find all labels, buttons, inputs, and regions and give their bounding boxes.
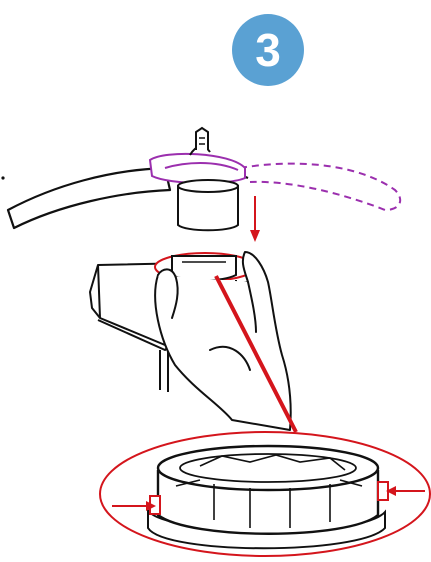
cable-path-indicator [240,164,400,210]
down-arrow-icon [250,196,260,242]
edge-mark [1,176,4,179]
upper-connector [178,180,238,230]
top-cap [150,128,245,183]
